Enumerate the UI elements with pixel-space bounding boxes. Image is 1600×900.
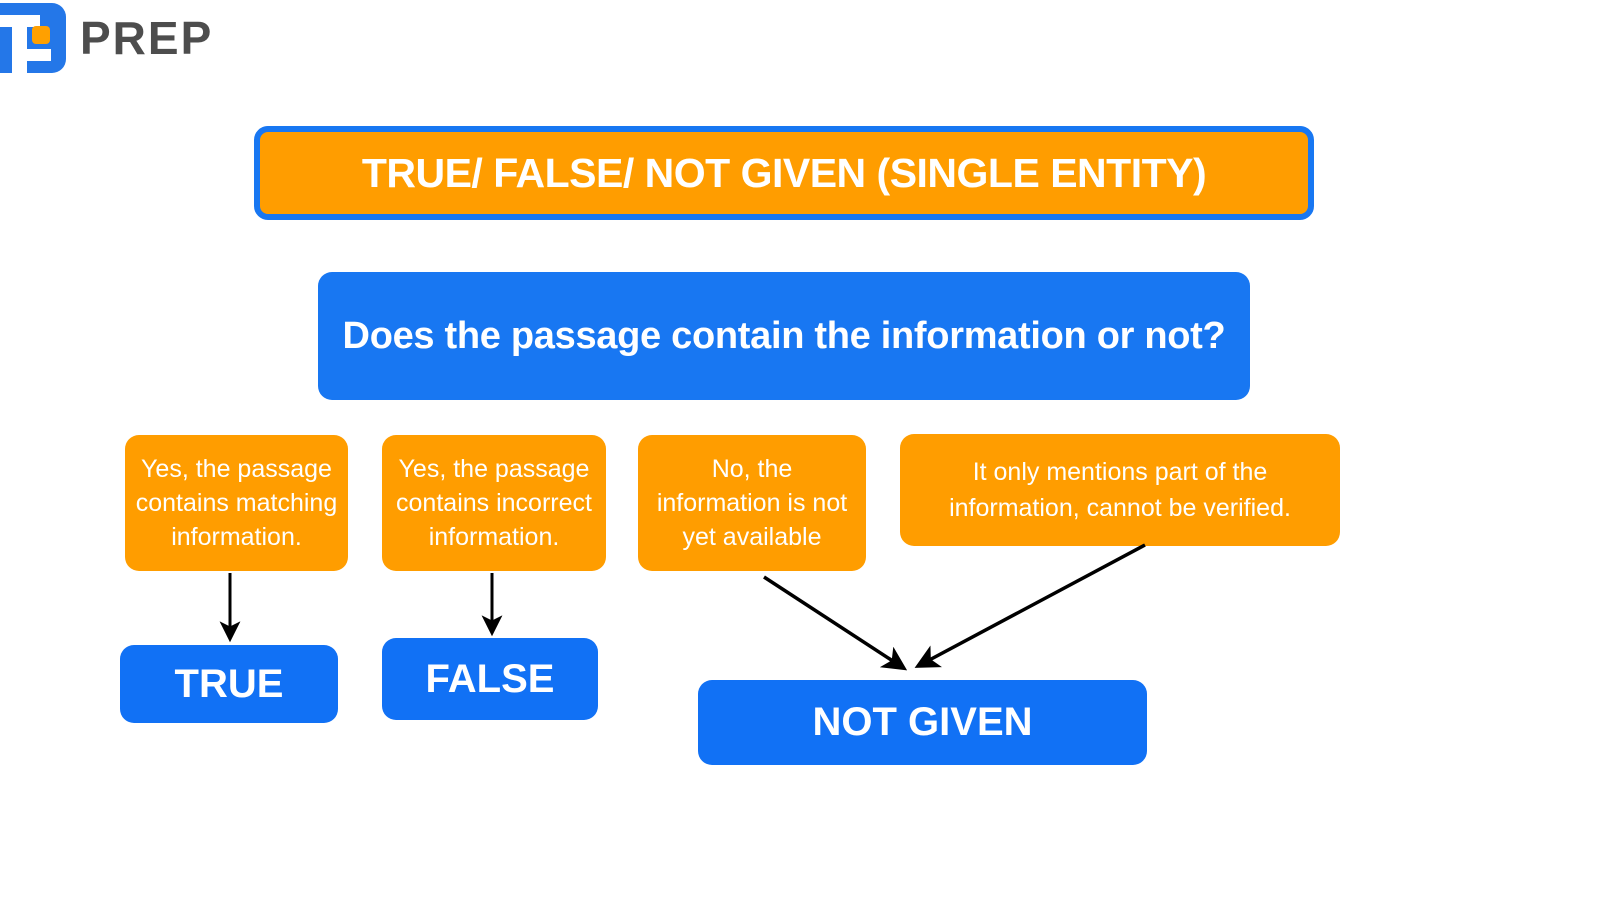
prep-logo-icon bbox=[0, 2, 66, 73]
title-banner: TRUE/ FALSE/ NOT GIVEN (SINGLE ENTITY) bbox=[254, 126, 1314, 220]
result-label-true: TRUE bbox=[174, 661, 284, 706]
question-box: Does the passage contain the information… bbox=[318, 272, 1250, 400]
condition-box-true: Yes, the passage contains matching infor… bbox=[125, 435, 348, 571]
result-label-notgiven: NOT GIVEN bbox=[812, 700, 1033, 744]
condition-text-notgiven-1: No, the information is not yet available bbox=[656, 454, 848, 552]
arrow-condition-notgiven-1-to-result-notgiven bbox=[763, 575, 908, 671]
result-box-true: TRUE bbox=[120, 645, 338, 723]
condition-box-false: Yes, the passage contains incorrect info… bbox=[382, 435, 606, 571]
logo-stem bbox=[12, 14, 27, 73]
brand-header: PREP bbox=[0, 0, 260, 75]
condition-text-true: Yes, the passage contains matching infor… bbox=[135, 454, 338, 552]
result-label-false: FALSE bbox=[425, 656, 555, 701]
arrow-condition-notgiven-2-to-result-notgiven bbox=[914, 543, 1146, 668]
condition-text-notgiven-2: It only mentions part of the information… bbox=[949, 457, 1291, 522]
result-box-false: FALSE bbox=[382, 638, 598, 720]
logo-accent-dot-icon bbox=[32, 25, 50, 44]
logo-inner-cut bbox=[27, 48, 51, 61]
brand-wordmark: PREP bbox=[80, 11, 214, 64]
question-text: Does the passage contain the information… bbox=[342, 314, 1226, 357]
condition-text-false: Yes, the passage contains incorrect info… bbox=[396, 454, 592, 552]
result-box-notgiven: NOT GIVEN bbox=[698, 680, 1147, 765]
title-banner-text: TRUE/ FALSE/ NOT GIVEN (SINGLE ENTITY) bbox=[361, 149, 1207, 196]
condition-box-notgiven-1: No, the information is not yet available bbox=[638, 435, 866, 571]
condition-box-notgiven-2: It only mentions part of the information… bbox=[900, 434, 1340, 546]
